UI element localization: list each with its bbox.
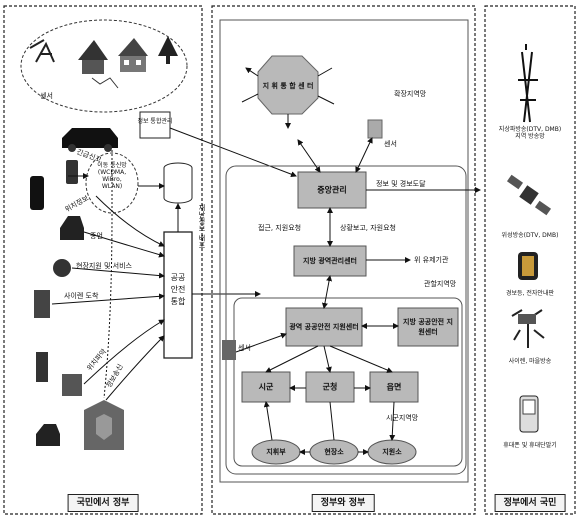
zone-label-regional: 관할지역망 [424,280,456,288]
left-sensor-text: 센서 [40,92,53,100]
command-cloud-label: 지 휘 통 합 센 터 [263,81,314,91]
right-item-2: 위성방송(DTV, DMB) [502,232,559,240]
city2-label: 군청 [323,382,338,393]
city1-label: 시군 [259,382,274,393]
regional-center-label: 지방 광역관리센터 [303,256,357,266]
report-label-4: 현장지원 및 서비스 [76,262,132,270]
government-box-label: 공공 안전 통합 [171,272,186,308]
right-item-4: 사이렌, 마을방송 [509,358,551,366]
left-sensor-icon [222,340,236,360]
provincial-a-label: 광역 공공안전 지원센터 [289,322,359,332]
connection-label-2: 상황보고, 자원요청 [340,224,396,232]
fire-house-icon [118,38,148,72]
camera-icon [53,259,71,277]
phone-icon [66,160,78,184]
report-label-3: 증언 [90,232,103,240]
left-sensor-label: 센서 [238,344,251,352]
lamp-icon [36,424,60,446]
tower-damage-icon [30,40,54,62]
kiosk-icon [30,176,44,210]
info-label: 정보 및 경보도달 [376,180,426,188]
bell-icon [60,216,84,240]
satellite-icon [507,175,551,216]
broadcast-tower-icon [518,44,538,122]
device-icon [34,290,50,318]
alert-light-icon [518,252,538,280]
right-section-title: 정부에서 국민 [495,494,566,512]
local3-label: 지원소 [382,447,401,457]
left-section-title: 국민에서 정부 [68,494,139,512]
top-sensor-icon [368,120,382,138]
report-label-5: 사이렌 도착 [64,292,98,300]
local1-label: 지휘부 [266,447,285,457]
provincial-b-label: 지방 공공안전 지원센터 [400,317,456,337]
receiver-label: 정보 통합관리 [137,118,172,126]
station-icon [36,352,48,382]
middle-section-title: 정부와 정부 [312,494,375,512]
connection-label-1: 접근, 지원요청 [258,224,301,232]
building-shield-icon [84,400,124,450]
flood-house-icon [78,40,108,74]
database-icon [164,163,192,203]
central-hub-label: 중앙관리 [317,185,346,196]
zone-label-local: 시군지역망 [386,414,418,422]
local2-label: 현장소 [324,447,343,457]
zone-label-wide: 확장지역망 [394,90,426,98]
right-item-1: 지상파방송(DTV, DMB) 지역 방송망 [499,126,561,140]
alarm-icon [62,374,82,396]
siren-icon [512,310,544,348]
mobile-phone-icon [520,396,538,432]
network-label: 이동 통신망 (WCDMA, WiBro, WLAN) [97,162,127,190]
city3-label: 읍면 [387,382,402,393]
right-item-5: 휴대폰 및 휴대단말기 [503,442,557,450]
output-label: 위 유제기관 [414,256,448,264]
tree-icon [158,36,178,64]
right-item-3: 경보등, 전자안내판 [506,290,554,298]
top-sensor-label: 센서 [384,140,397,148]
vertical-label: 재난정보 배포 [198,204,205,248]
